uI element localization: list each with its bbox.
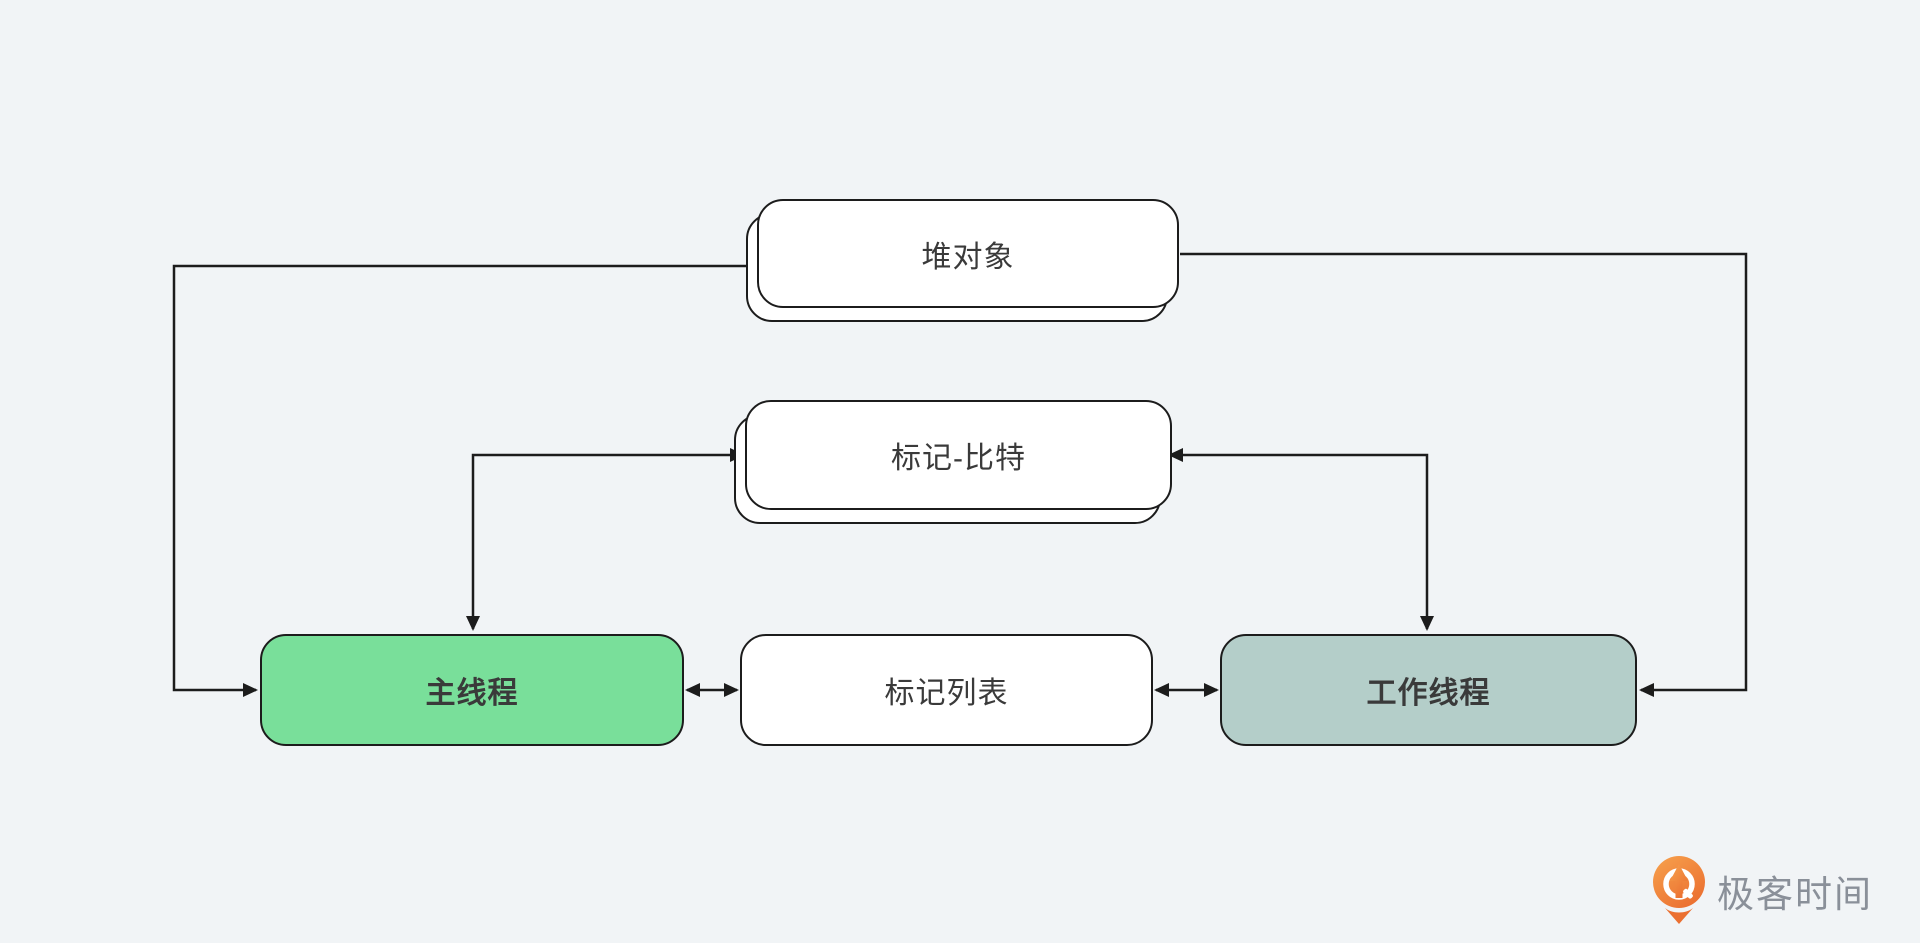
edge-mark-bit-worker-thread <box>1168 448 1434 631</box>
node-mark-bit-label: 标记-比特 <box>891 442 1026 475</box>
node-worker-thread: 工作线程 <box>1220 634 1637 746</box>
node-heap-objects-label: 堆对象 <box>921 240 1015 274</box>
node-mark-bit: 标记-比特 <box>734 400 1172 524</box>
node-mark-list: 标记列表 <box>740 634 1153 746</box>
geektime-pin-icon <box>1653 856 1705 924</box>
node-heap-objects: 堆对象 <box>746 199 1179 322</box>
edge-heap-to-worker-thread <box>1180 252 1748 697</box>
geektime-logo-text: 极客时间 <box>1717 874 1873 915</box>
node-main-thread: 主线程 <box>260 634 684 746</box>
node-main-thread-label: 主线程 <box>425 677 519 710</box>
edge-heap-to-main-thread <box>172 264 757 697</box>
geektime-logo: 极客时间 <box>1652 855 1873 925</box>
edge-mark-bit-main-thread <box>466 448 745 631</box>
node-worker-thread-label: 工作线程 <box>1366 677 1491 710</box>
node-mark-list-label: 标记列表 <box>884 677 1009 710</box>
